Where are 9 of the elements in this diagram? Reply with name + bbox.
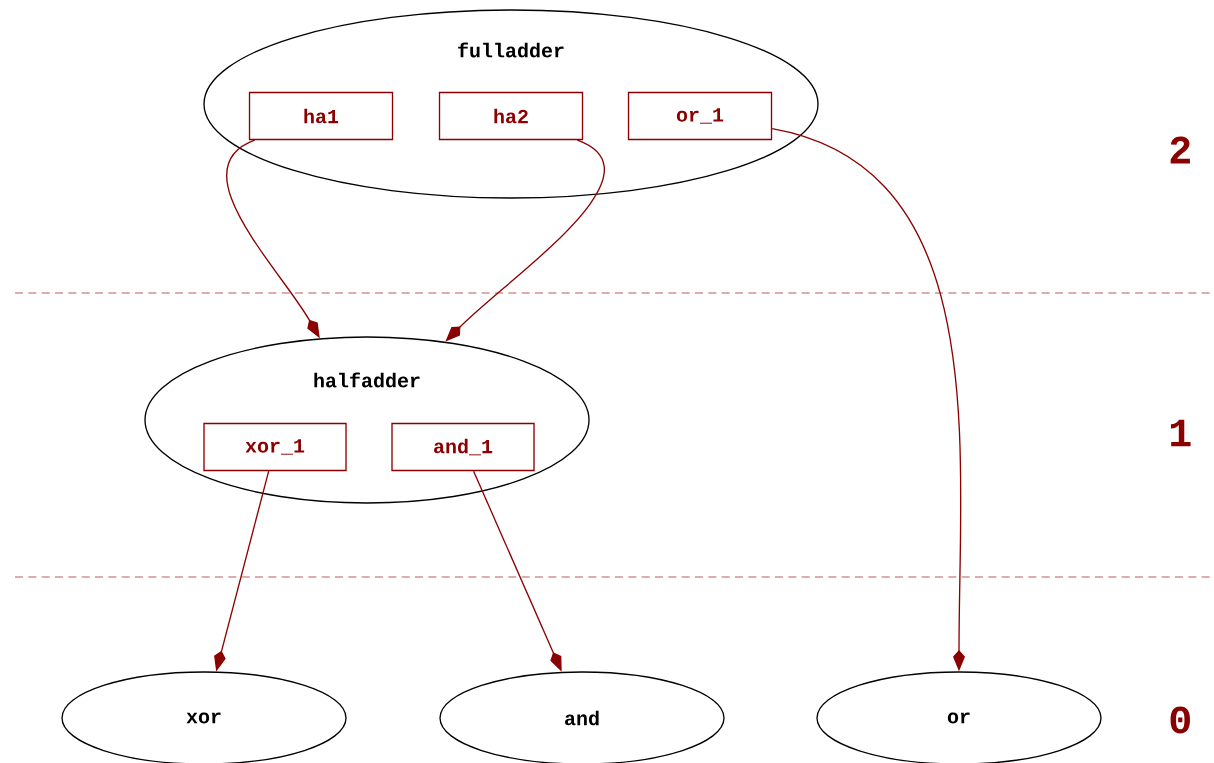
rank-number: 2: [1170, 136, 1190, 164]
arrow: [445, 139, 605, 342]
port-box: ha2: [438, 91, 584, 141]
rank-number: 0: [1170, 706, 1190, 734]
port-box: or_1: [627, 91, 773, 141]
rank-number: 1: [1170, 419, 1191, 447]
port-box: ha1: [248, 91, 394, 141]
port-box: xor_1: [203, 422, 347, 472]
port-box: and_1: [391, 422, 535, 472]
